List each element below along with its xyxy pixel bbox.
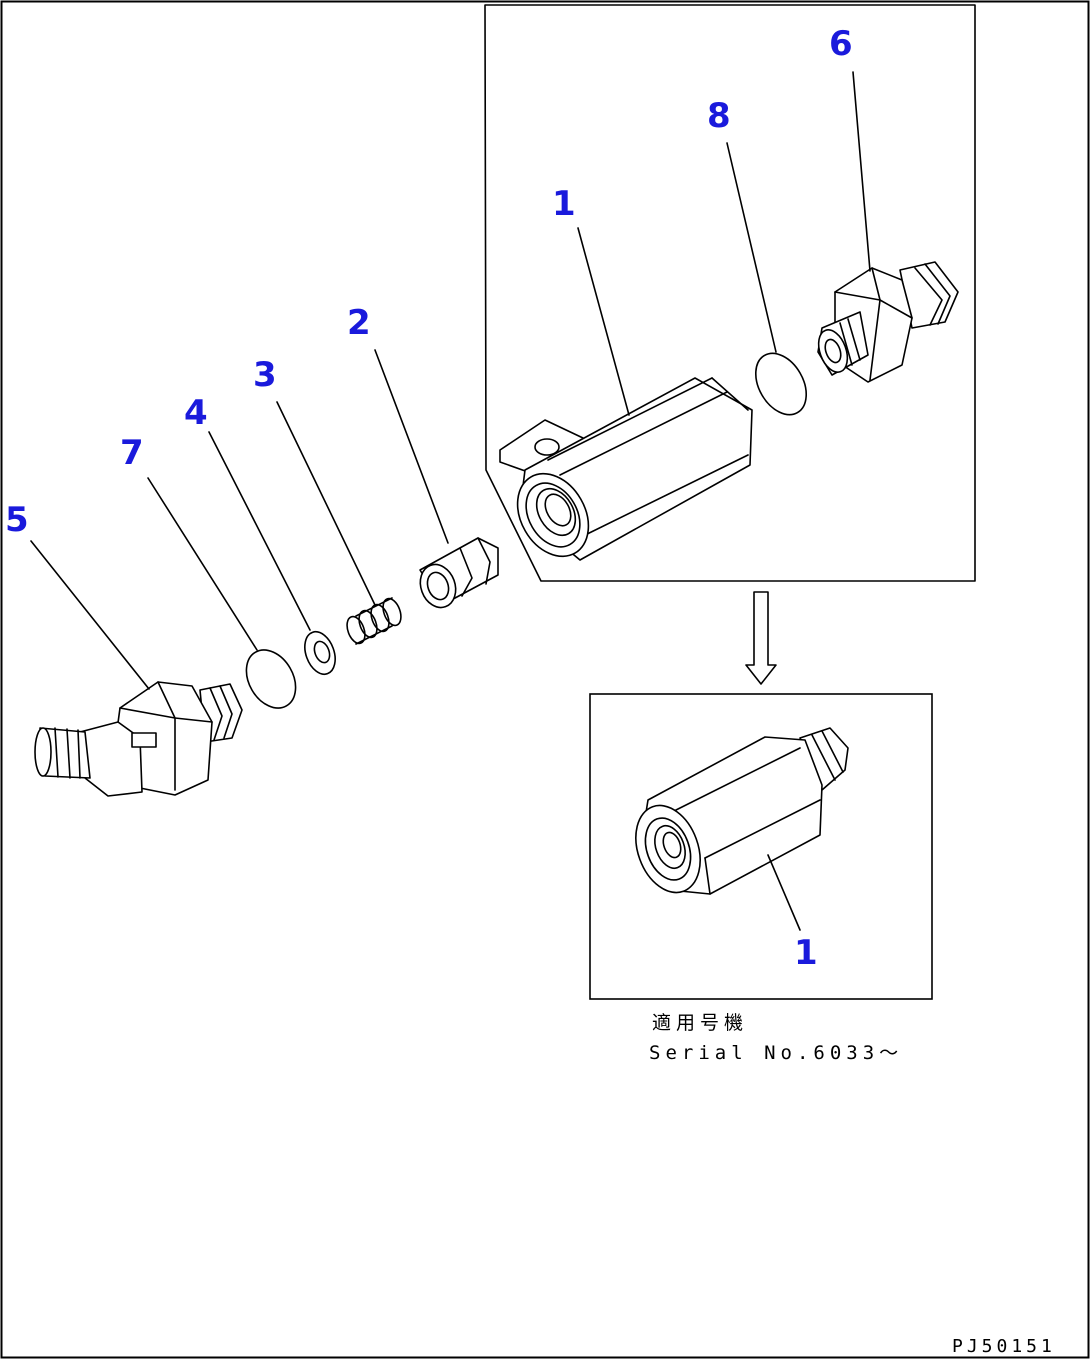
callout-4: 4 xyxy=(184,393,208,433)
document-id: PJ50151 xyxy=(952,1336,1056,1357)
leader-1-top xyxy=(577,227,630,416)
applicable-serial-label: 適用号機 xyxy=(652,1012,748,1034)
callout-8: 8 xyxy=(707,96,731,136)
part-5-elbow xyxy=(34,681,243,797)
callout-1-top: 1 xyxy=(552,184,576,224)
down-arrow-icon xyxy=(745,591,777,685)
leader-1-bottom xyxy=(767,854,801,931)
inset-box-bottom xyxy=(589,693,933,1000)
part-4-washer xyxy=(304,630,336,676)
leader-5 xyxy=(30,540,150,690)
serial-number-text: Serial No.6033～ xyxy=(649,1042,903,1064)
leader-7 xyxy=(147,477,258,651)
part-7-o-ring xyxy=(245,649,297,709)
part-2-poppet xyxy=(419,537,499,609)
part-3-spring xyxy=(346,597,402,645)
leader-3 xyxy=(276,401,376,606)
callout-3: 3 xyxy=(253,355,277,395)
callout-7: 7 xyxy=(120,433,144,473)
callout-5: 5 xyxy=(5,500,29,540)
callout-2: 2 xyxy=(347,303,371,343)
leader-4 xyxy=(208,431,311,631)
inset-box-top xyxy=(484,4,976,582)
part-8-o-ring xyxy=(754,352,808,416)
callout-1-bottom: 1 xyxy=(794,933,818,973)
part-1-adapter xyxy=(635,727,849,895)
leader-6 xyxy=(852,71,871,272)
callout-6: 6 xyxy=(829,24,853,64)
leader-lines xyxy=(30,71,871,931)
part-6-connector xyxy=(817,261,959,383)
part-1-housing xyxy=(499,377,753,561)
leader-8 xyxy=(726,142,777,353)
leader-2 xyxy=(374,349,449,544)
